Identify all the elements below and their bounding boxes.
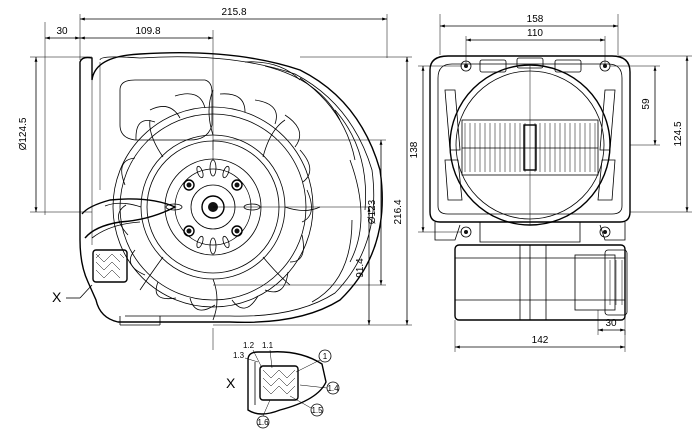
dim-base-width-text: 142 [532, 335, 549, 346]
svg-text:1.4: 1.4 [327, 384, 339, 393]
dim-wheel-diameter-text: Ø123 [367, 199, 378, 224]
dim-mount-offset-text: 59 [641, 98, 652, 110]
motor-body [454, 244, 628, 321]
dim-side-overall-width-text: 158 [527, 14, 544, 25]
front-view: 215.8 30 109.8 Ø124.5 [18, 7, 412, 326]
dim-mount-offset: 59 [641, 66, 657, 145]
callout-1-3: 1.3 [233, 351, 259, 363]
dim-side-overall-width: 158 [440, 14, 618, 28]
svg-text:1.6: 1.6 [257, 418, 269, 427]
svg-text:1.3: 1.3 [233, 351, 245, 360]
dim-mount-spacing: 110 [466, 28, 605, 42]
dim-base-width: 142 [455, 335, 625, 349]
dim-inlet-diameter-text: Ø124.5 [18, 117, 29, 150]
dim-center-offset-text: 109.8 [135, 26, 160, 37]
detail-x-label: X [226, 375, 236, 391]
dim-overall-height-text: 216.4 [393, 199, 404, 224]
dim-overall-width: 215.8 [80, 7, 387, 21]
dim-wheel-diameter: Ø123 [367, 140, 383, 285]
callout-1: 1 [295, 349, 332, 373]
dim-center-height: 91.4 [355, 207, 371, 325]
callout-1-2: 1.2 [243, 341, 263, 369]
dim-side-height: 138 [409, 66, 425, 232]
dim-center-height-text: 91.4 [355, 258, 366, 278]
side-view: 158 110 [409, 14, 692, 352]
connector-block [92, 249, 128, 283]
callout-1-1: 1.1 [262, 341, 274, 369]
callout-1-6: 1.6 [256, 399, 271, 429]
dim-bottom-offset: 30 [598, 318, 625, 332]
dim-inlet-offset-text: 30 [56, 26, 68, 37]
detail-x-view: X 1.2 1.1 1.3 1 1.4 1.5 [212, 328, 340, 429]
detail-marker-x: X [52, 284, 93, 305]
svg-text:1.5: 1.5 [311, 406, 323, 415]
callout-1-5: 1.5 [289, 395, 324, 417]
dim-overall-height: 216.4 [393, 57, 409, 325]
side-wheel [461, 119, 599, 176]
detail-marker-x-text: X [52, 289, 62, 305]
dim-mount-spacing-text: 110 [527, 28, 543, 39]
dim-inlet-offset: 30 [45, 26, 80, 40]
svg-text:1.1: 1.1 [262, 341, 274, 350]
dim-side-height-text: 138 [409, 141, 420, 158]
svg-text:1.2: 1.2 [243, 341, 255, 350]
dim-height-right-text: 124.5 [673, 121, 684, 146]
callout-1-4: 1.4 [299, 381, 340, 395]
dim-center-offset: 109.8 [80, 26, 213, 40]
dim-bottom-offset-text: 30 [605, 318, 617, 329]
dim-inlet-diameter: Ø124.5 [18, 56, 92, 213]
dim-height-right: 124.5 [673, 56, 689, 212]
dim-overall-width-text: 215.8 [221, 7, 246, 18]
svg-text:1: 1 [323, 352, 328, 361]
